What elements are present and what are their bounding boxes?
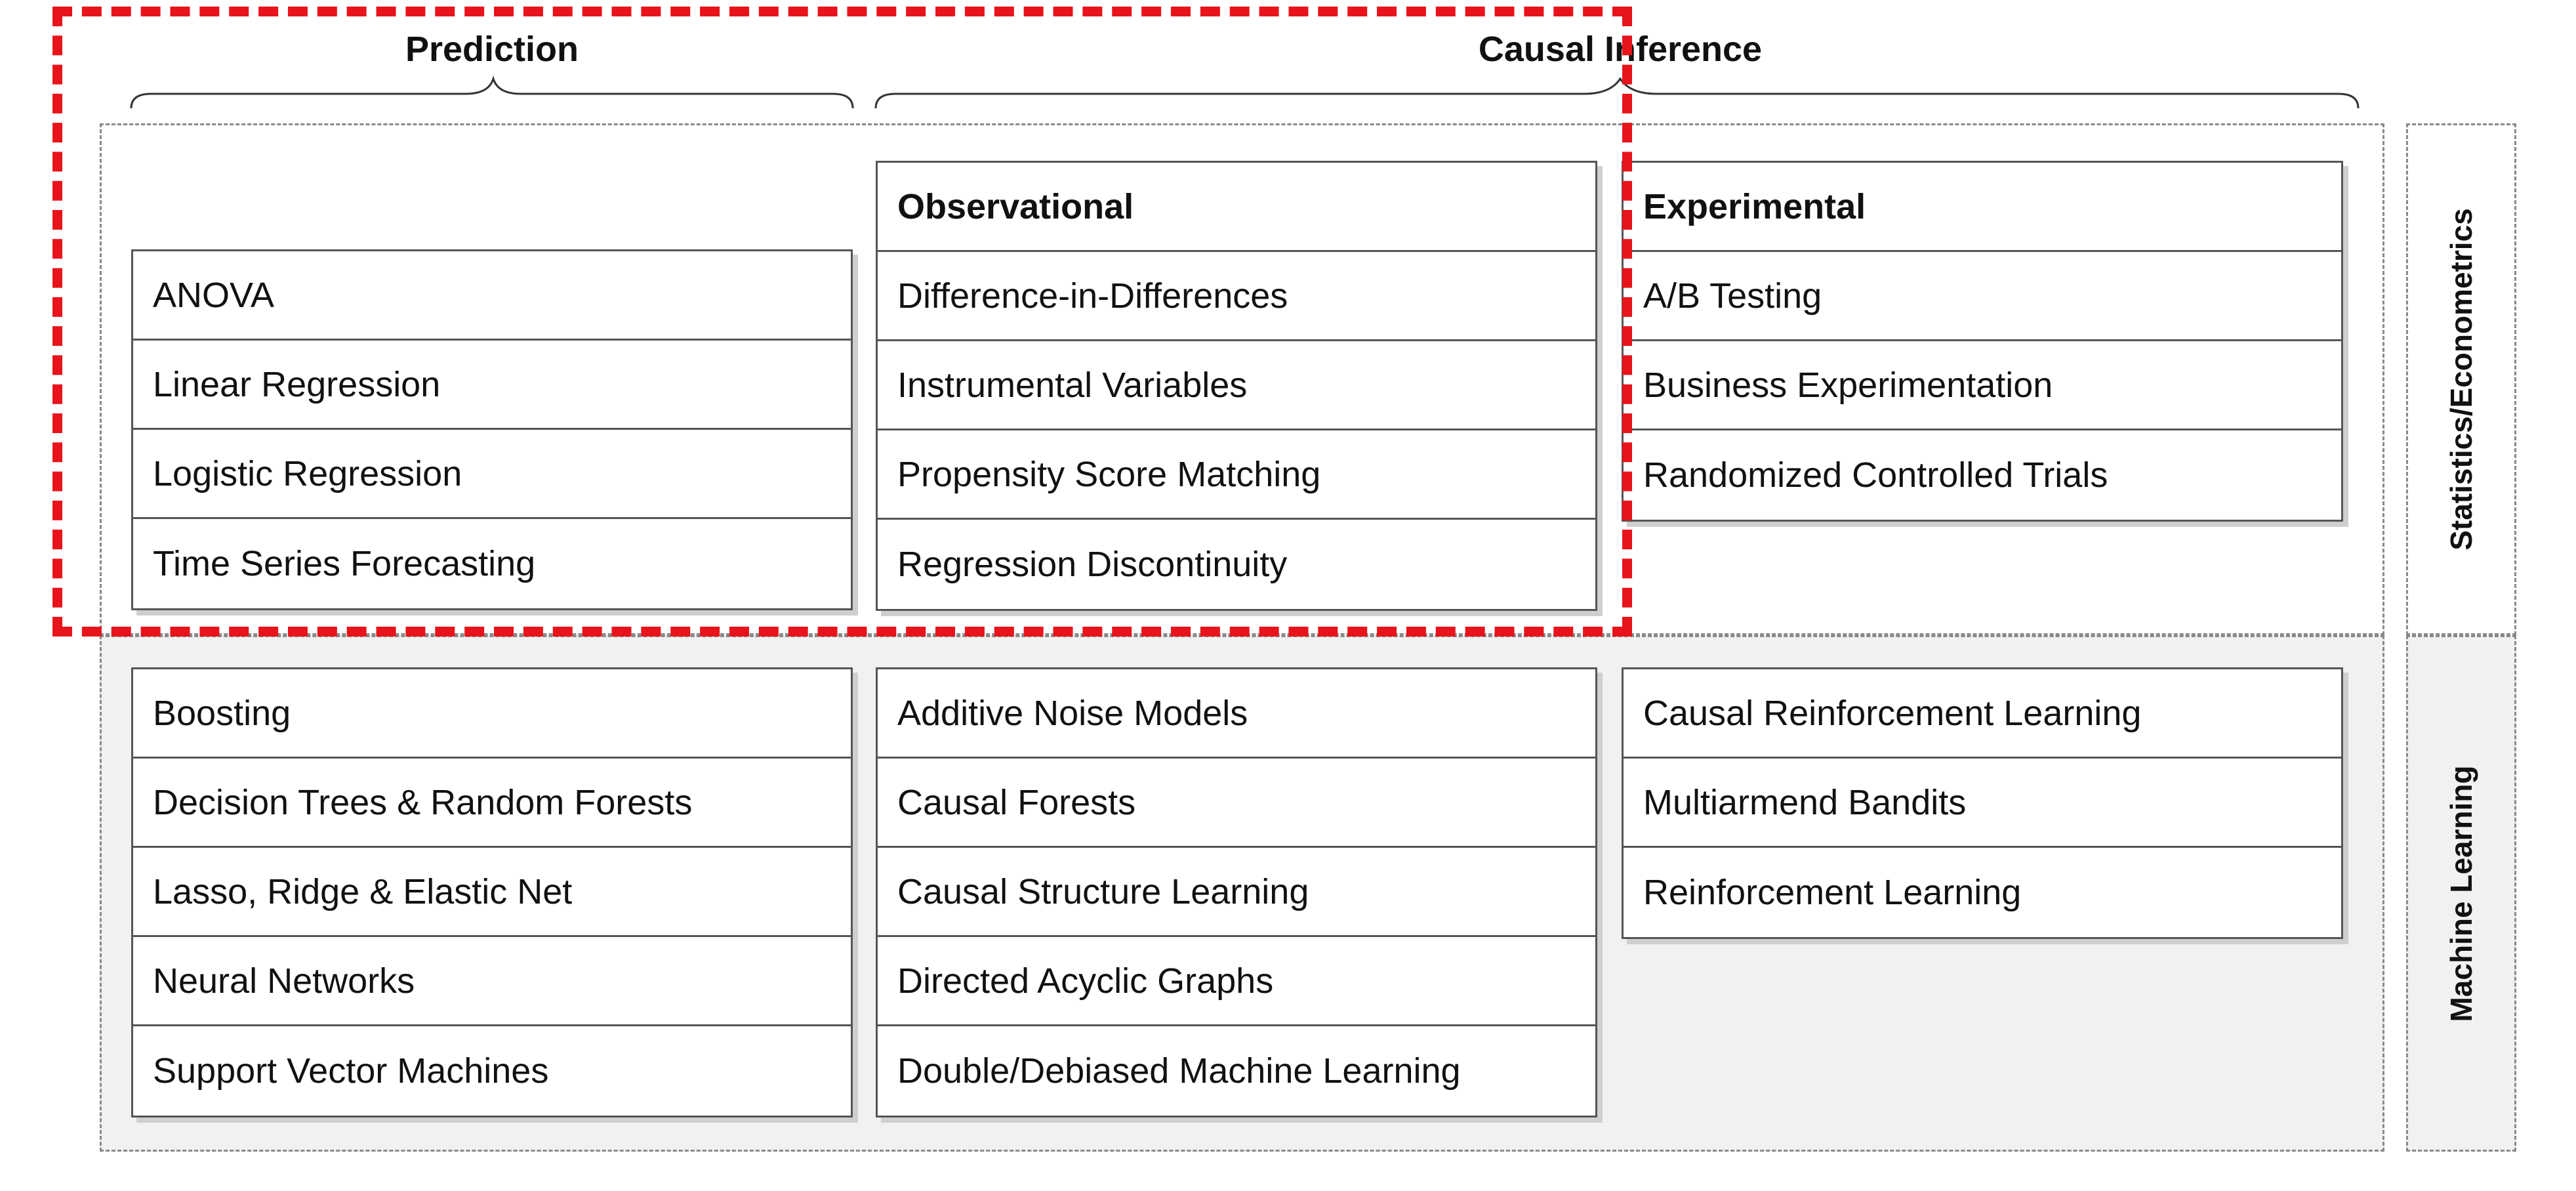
method-item: Multiarmend Bandits bbox=[1624, 759, 2341, 848]
causal-inference-brace bbox=[874, 77, 2360, 109]
statistics-side-panel: Statistics/Econometrics bbox=[2406, 123, 2516, 635]
ml-observational-box: Additive Noise Models Causal Forests Cau… bbox=[876, 667, 1597, 1118]
ml-experimental-box: Causal Reinforcement Learning Multiarmen… bbox=[1622, 667, 2343, 939]
method-item: Support Vector Machines bbox=[153, 1051, 549, 1091]
stats-prediction-box: ANOVA Linear Regression Logistic Regress… bbox=[131, 249, 853, 610]
method-item: Additive Noise Models bbox=[878, 669, 1595, 759]
ml-prediction-box: Boosting Decision Trees & Random Forests… bbox=[131, 667, 853, 1118]
method-item: Time Series Forecasting bbox=[153, 544, 536, 583]
causal-inference-header: Causal Inference bbox=[1478, 30, 1763, 69]
experimental-title: Experimental bbox=[1624, 163, 2341, 252]
method-item: Boosting bbox=[133, 669, 851, 759]
observational-title: Observational bbox=[878, 163, 1595, 252]
prediction-brace bbox=[130, 75, 854, 109]
stats-observational-box: Observational Difference-in-Differences … bbox=[876, 161, 1597, 611]
method-item: Lasso, Ridge & Elastic Net bbox=[133, 848, 851, 937]
machine-learning-row-label: Machine Learning bbox=[2444, 764, 2478, 1022]
method-item: Linear Regression bbox=[133, 341, 851, 430]
method-item: Propensity Score Matching bbox=[878, 430, 1595, 520]
method-item: Regression Discontinuity bbox=[897, 545, 1288, 584]
machine-learning-side-panel: Machine Learning bbox=[2406, 635, 2516, 1152]
method-item: Decision Trees & Random Forests bbox=[133, 759, 851, 848]
method-item: Directed Acyclic Graphs bbox=[878, 937, 1595, 1026]
method-item: Causal Forests bbox=[878, 759, 1595, 848]
method-item: Randomized Controlled Trials bbox=[1643, 455, 2108, 495]
method-item: Causal Structure Learning bbox=[878, 848, 1595, 937]
method-item: Reinforcement Learning bbox=[1643, 873, 2022, 912]
method-item: Difference-in-Differences bbox=[878, 252, 1595, 341]
method-item: Instrumental Variables bbox=[878, 341, 1595, 430]
method-item: Logistic Regression bbox=[133, 430, 851, 519]
method-item: Causal Reinforcement Learning bbox=[1624, 669, 2341, 759]
statistics-row-label: Statistics/Econometrics bbox=[2444, 208, 2478, 551]
method-item: A/B Testing bbox=[1624, 252, 2341, 341]
stats-experimental-box: Experimental A/B Testing Business Experi… bbox=[1622, 161, 2343, 522]
method-item: Business Experimentation bbox=[1624, 341, 2341, 430]
method-item: ANOVA bbox=[133, 251, 851, 341]
prediction-header: Prediction bbox=[405, 30, 579, 69]
method-item: Double/Debiased Machine Learning bbox=[897, 1051, 1461, 1091]
method-item: Neural Networks bbox=[133, 937, 851, 1026]
